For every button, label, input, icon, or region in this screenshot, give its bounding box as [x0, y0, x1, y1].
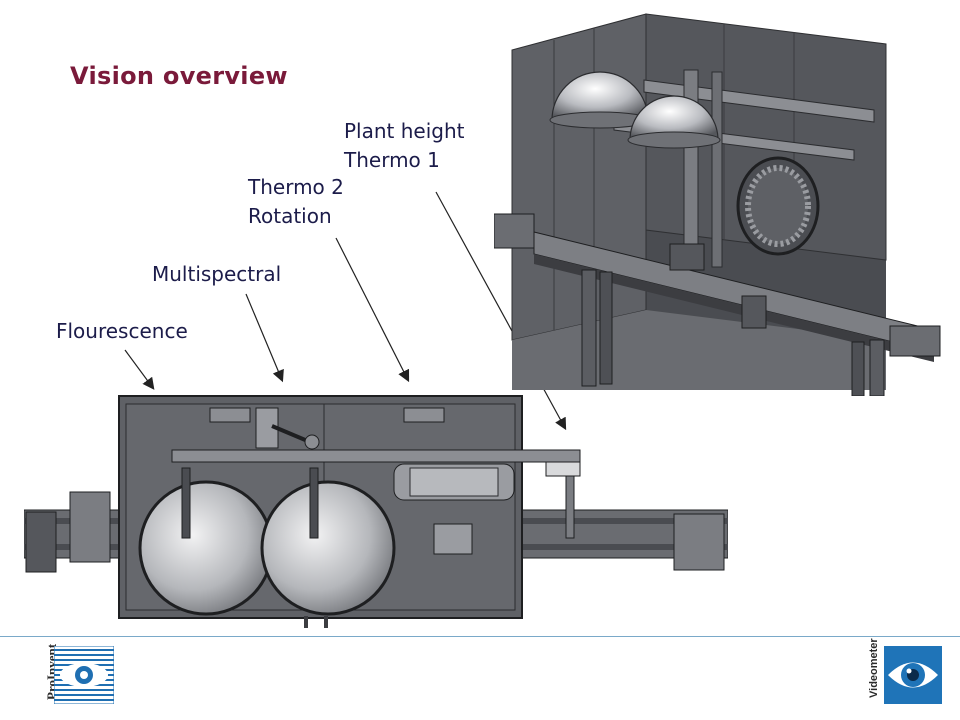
- label-rotation: Rotation: [248, 204, 332, 228]
- slide-title: Vision overview: [70, 62, 288, 90]
- videometer-logo-text: Videometer: [868, 638, 880, 698]
- proinvent-logo: ProInvent: [40, 644, 114, 706]
- label-multispectral: Multispectral: [152, 262, 282, 286]
- label-plant-height: Plant height: [344, 119, 465, 143]
- label-group-mid: Thermo 2 Rotation: [248, 173, 344, 231]
- label-group-top: Plant height Thermo 1: [344, 117, 465, 175]
- arrow-flourescence: [124, 349, 155, 390]
- footer-divider: [0, 636, 960, 637]
- label-flourescence: Flourescence: [56, 319, 188, 343]
- videometer-logo: Videometer: [868, 638, 944, 706]
- top-view-drawing: [24, 395, 728, 628]
- label-thermo-2: Thermo 2: [248, 175, 344, 199]
- arrow-multispectral: [245, 293, 284, 383]
- proinvent-eye-icon: [54, 646, 114, 704]
- cabinet-3d-drawing: [494, 13, 941, 396]
- videometer-eye-icon: [884, 646, 942, 704]
- arrow-thermo2-rotation: [335, 237, 410, 383]
- label-thermo-1: Thermo 1: [344, 148, 440, 172]
